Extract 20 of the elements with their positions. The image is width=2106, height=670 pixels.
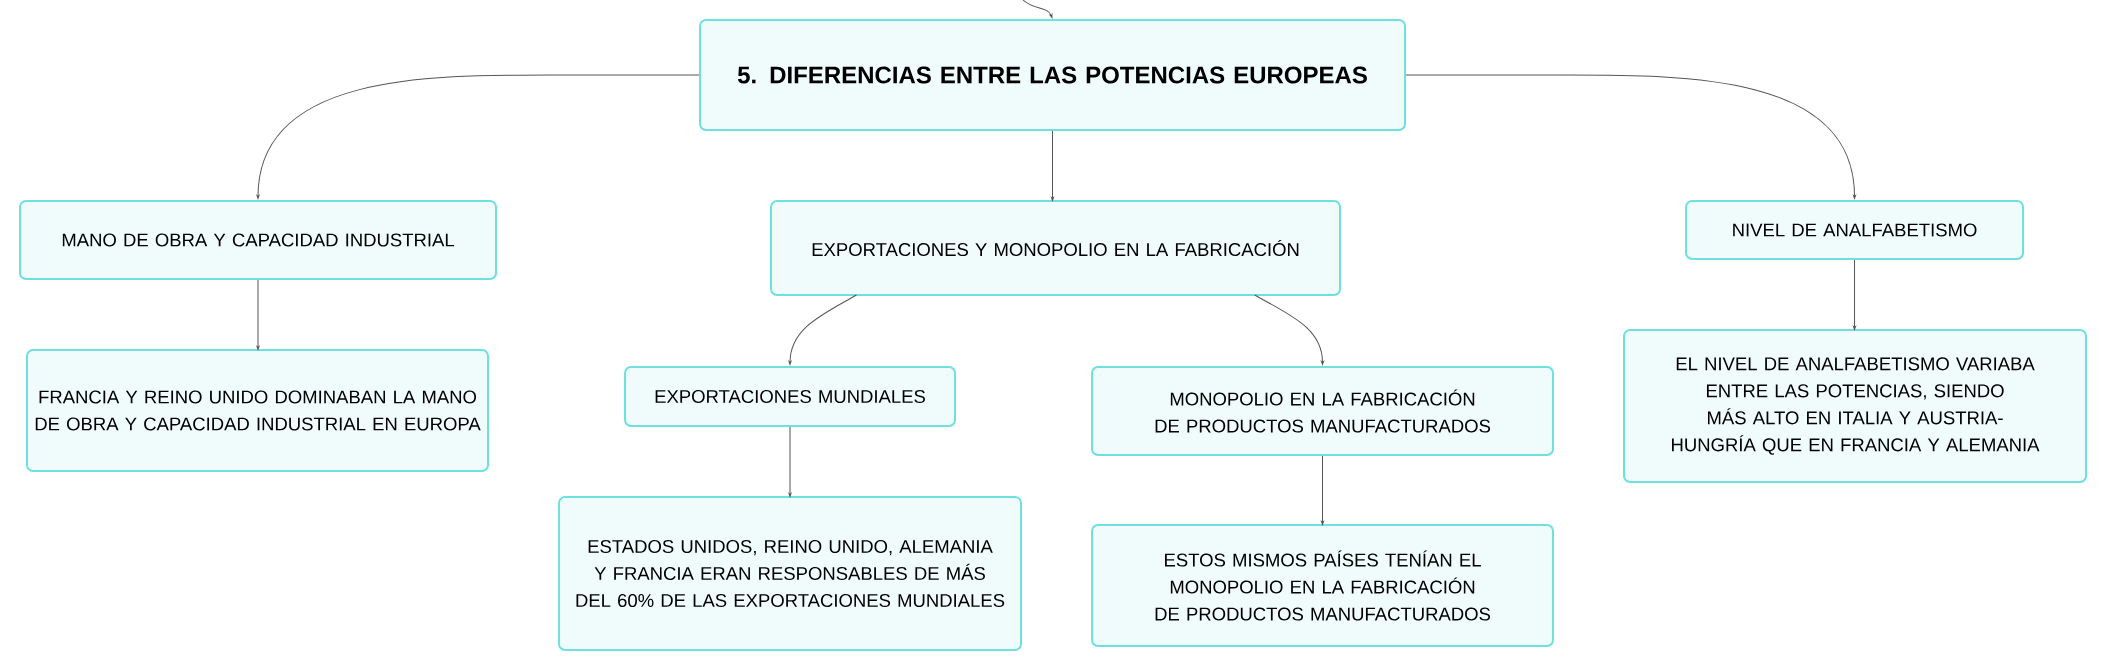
arrow [1853, 259, 1856, 330]
concept-box: 5. DIFERENCIAS ENTRE LAS POTENCIAS EUROPEAS [699, 19, 1406, 131]
concept-box: MONOPOLIO EN LA FABRICACIÓN DE PRODUCTOS MANUFACTURADOS [1091, 366, 1554, 456]
concept-box: EXPORTACIONES Y MONOPOLIO EN LA FABRICACIÓN [770, 200, 1341, 296]
arrow [1051, 130, 1054, 201]
arrow [788, 426, 792, 497]
concept-box: ESTOS MISMOS PAÍSES TENÍAN EL MONOPOLIO EN LA FABRICACIÓN DE PRODUCTOS MANUFACTURADOS [1091, 524, 1554, 647]
concept-box: ESTADOS UNIDOS, REINO UNIDO, ALEMANIA Y FRANCIA ERAN RESPONSABLES DE MÁS DEL 60% DE LAS EXPORTACIONES MUNDIALES [558, 496, 1022, 651]
arrow [1405, 74, 1856, 199]
arrow [256, 279, 260, 350]
concept-box: MANO DE OBRA Y CAPACIDAD INDUSTRIAL [19, 200, 497, 280]
arrow [256, 74, 700, 199]
concept-box: EXPORTACIONES MUNDIALES [624, 366, 956, 427]
arrow [788, 294, 857, 365]
concept-box: FRANCIA Y REINO UNIDO DOMINABAN LA MANO DE OBRA Y CAPACIDAD INDUSTRIAL EN EUROPA [26, 349, 489, 472]
arrow [1022, 0, 1053, 18]
arrow [1254, 294, 1324, 365]
concept-box: NIVEL DE ANALFABETISMO [1685, 200, 2024, 260]
arrow [1321, 455, 1324, 525]
concept-box: EL NIVEL DE ANALFABETISMO VARIABA ENTRE LAS POTENCIAS, SIENDO MÁS ALTO EN ITALIA Y AUSTRIA-HUNGRÍA QUE EN FRANCIA Y ALEMANIA [1623, 329, 2087, 483]
